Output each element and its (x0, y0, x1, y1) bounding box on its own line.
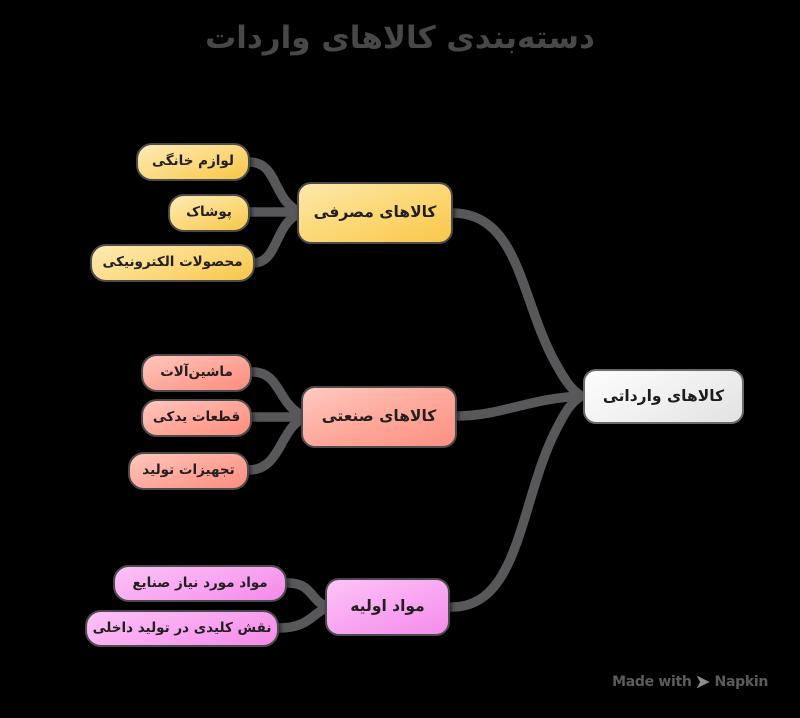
edge-domestic-role-to-raw (274, 603, 331, 633)
node-leaf-clothing[interactable]: پوشاک (168, 194, 250, 232)
node-leaf-key-role-domestic-production-label: نقش کلیدی در تولید داخلی (92, 619, 272, 636)
watermark-prefix: Made with (612, 674, 692, 690)
node-leaf-electronic-products[interactable]: محصولات الکترونیکی (90, 244, 255, 282)
node-leaf-production-equipment-label: تجهیزات تولید (142, 462, 235, 479)
watermark: Made with Napkin (612, 674, 768, 690)
node-leaf-machinery-label: ماشین‌آلات (160, 364, 233, 381)
node-branch-consumer-goods-label: کالاهای مصرفی (313, 203, 437, 222)
node-leaf-electronic-products-label: محصولات الکترونیکی (102, 254, 243, 271)
node-leaf-industry-required-materials-label: مواد مورد نیاز صنایع (132, 574, 268, 591)
node-root-label: کالاهای وارداتی (602, 386, 725, 405)
edge-machinery-to-industrial (248, 367, 307, 420)
node-leaf-clothing-label: پوشاک (186, 204, 232, 221)
node-leaf-industry-required-materials[interactable]: مواد مورد نیاز صنایع (113, 565, 287, 602)
edge-industrial-to-root (453, 391, 587, 421)
node-branch-industrial-goods-label: کالاهای صنعتی (321, 407, 437, 426)
page-title: دسته‌بندی کالاهای واردات (205, 20, 595, 56)
edge-electronics-to-consumer (248, 209, 303, 268)
watermark-brand: Napkin (714, 674, 769, 690)
edge-consumer-to-root (447, 208, 585, 400)
edge-equipment-to-industrial (244, 414, 307, 475)
node-branch-raw-materials[interactable]: مواد اولیه (325, 578, 450, 636)
node-branch-consumer-goods[interactable]: کالاهای مصرفی (297, 182, 453, 244)
edge-raw-to-root (447, 392, 585, 612)
edge-appliance-to-consumer (244, 157, 303, 216)
node-leaf-home-appliances[interactable]: لوازم خانگی (136, 143, 250, 181)
node-leaf-spare-parts[interactable]: قطعات یدکی (141, 399, 252, 437)
node-leaf-spare-parts-label: قطعات یدکی (152, 409, 241, 426)
node-leaf-key-role-domestic-production[interactable]: نقش کلیدی در تولید داخلی (85, 610, 279, 647)
edge-industry-materials-to-raw (283, 578, 331, 611)
node-branch-industrial-goods[interactable]: کالاهای صنعتی (301, 386, 457, 448)
chevron-right-icon (696, 675, 710, 689)
node-leaf-machinery[interactable]: ماشین‌آلات (141, 354, 252, 392)
node-root[interactable]: کالاهای وارداتی (583, 369, 744, 424)
node-branch-raw-materials-label: مواد اولیه (350, 597, 425, 616)
node-leaf-home-appliances-label: لوازم خانگی (152, 153, 234, 170)
node-leaf-production-equipment[interactable]: تجهیزات تولید (128, 452, 249, 490)
